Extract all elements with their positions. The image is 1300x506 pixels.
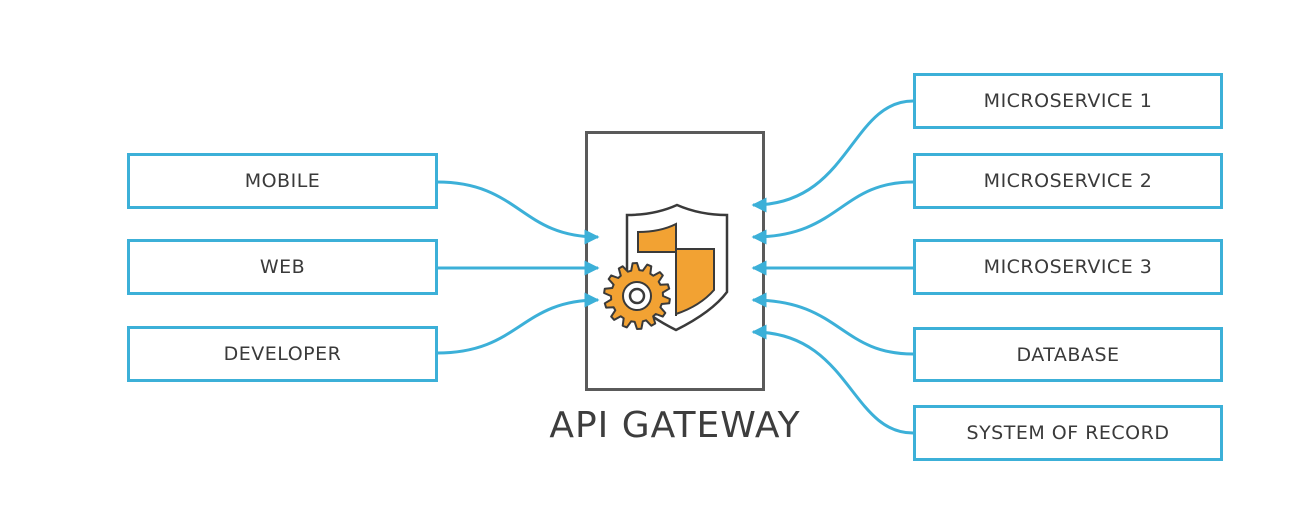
edge-microservice1-to-gateway [751,99,914,213]
backend-microservice-3: MICROSERVICE 3 [913,239,1223,295]
gear-icon [603,262,671,330]
edge-microservice2-to-gateway [751,180,914,245]
backend-label: MICROSERVICE 3 [983,256,1153,278]
backend-database: DATABASE [913,327,1223,382]
client-mobile: MOBILE [127,153,438,209]
backend-microservice-2: MICROSERVICE 2 [913,153,1223,209]
edge-mobile-to-gateway [436,180,600,245]
edge-system-of-record-to-gateway [751,324,914,435]
backend-system-of-record: SYSTEM OF RECORD [913,405,1223,461]
client-label: WEB [259,256,306,278]
backend-microservice-1: MICROSERVICE 1 [913,73,1223,129]
backend-label: DATABASE [1016,343,1120,366]
backend-label: MICROSERVICE 2 [983,170,1153,192]
edge-developer-to-gateway [436,292,600,355]
client-label: DEVELOPER [223,343,342,365]
backend-label: SYSTEM OF RECORD [966,422,1170,444]
client-web: WEB [127,239,438,295]
backend-label: MICROSERVICE 1 [983,90,1153,112]
edge-database-to-gateway [751,292,914,356]
client-developer: DEVELOPER [127,326,438,382]
gear-hub [628,287,646,305]
api-gateway-title: API GATEWAY [549,405,801,446]
client-label: MOBILE [244,170,321,192]
